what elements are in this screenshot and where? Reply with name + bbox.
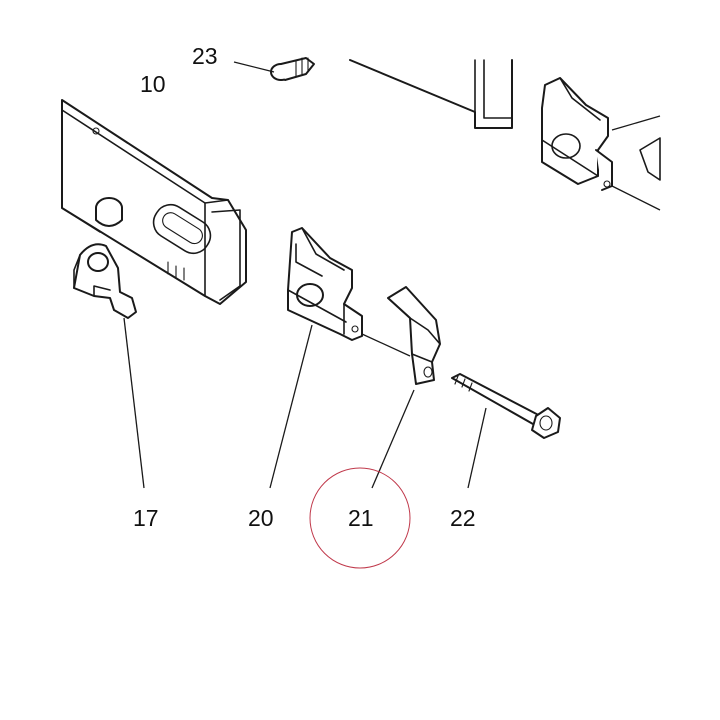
top-crop-mask <box>180 0 240 46</box>
upper-bracket <box>349 59 513 129</box>
callout-10: 10 <box>140 71 166 97</box>
clamp-block-top-right <box>541 77 661 211</box>
callout-20: 20 <box>248 505 274 531</box>
callout-21: 21 <box>348 505 374 531</box>
callout-23-partial: 23 <box>192 43 218 69</box>
callout-17: 17 <box>133 505 159 531</box>
bolt-part-22 <box>451 373 561 489</box>
wedge-part-21 <box>371 286 441 489</box>
callout-22: 22 <box>450 505 476 531</box>
bolt-part-23 <box>233 57 315 81</box>
bracket-part-17 <box>73 243 145 489</box>
beam-part-10 <box>61 99 247 305</box>
highlight-circle <box>309 467 411 569</box>
clamp-block-part-20 <box>269 227 411 489</box>
